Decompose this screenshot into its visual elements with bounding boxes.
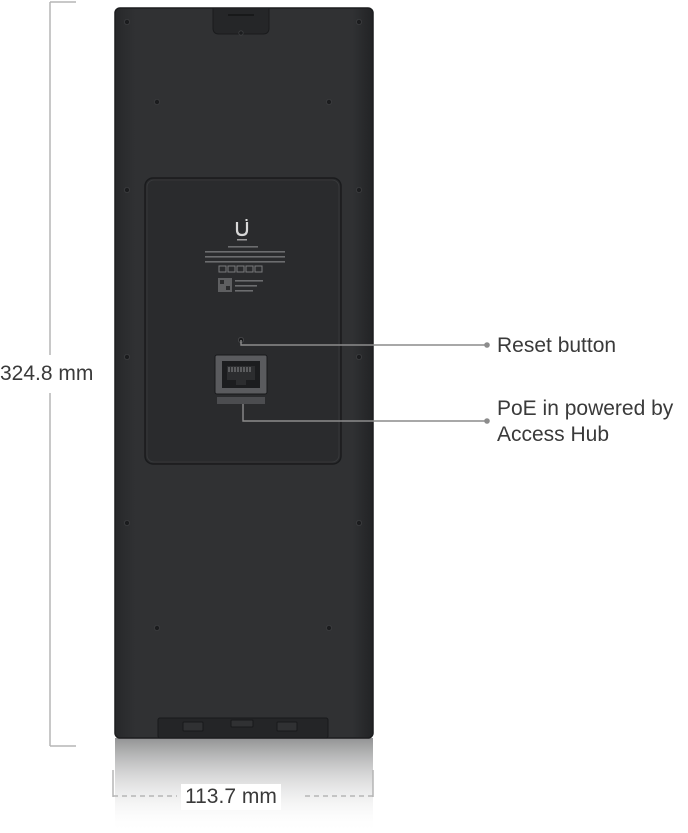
- poe-leader-dot: [484, 418, 490, 424]
- screw-icon: [124, 520, 131, 527]
- qr-code-icon: [218, 278, 263, 292]
- screw-icon: [355, 186, 362, 193]
- screw-icon: [355, 18, 362, 25]
- regulatory-label: [205, 246, 285, 263]
- height-dimension-label: 324.8 mm: [0, 361, 96, 388]
- screw-icon: [238, 30, 244, 36]
- reset-leader-dot: [484, 342, 490, 348]
- screw-icon: [124, 353, 131, 360]
- poe-leader: [242, 404, 485, 422]
- recess-panel: [144, 177, 342, 465]
- poe-callout-line-2: Access Hub: [497, 423, 610, 447]
- device-back: [114, 7, 374, 739]
- screw-icon: [153, 625, 160, 632]
- reset-button-callout: Reset button: [497, 334, 617, 357]
- screw-icon: [124, 186, 131, 193]
- bottom-mount-clips: [157, 717, 329, 739]
- poe-port-callout: PoE in powered by Access Hub: [497, 396, 673, 449]
- ce-mark-icon: [218, 265, 263, 273]
- screw-icon: [355, 353, 362, 360]
- ubiquiti-logo-icon: [235, 219, 249, 241]
- recess-panel-highlight: [146, 179, 340, 463]
- height-dimension: [49, 1, 76, 747]
- screw-icon: [325, 99, 332, 106]
- poe-callout-line-1: PoE in powered by: [497, 397, 674, 420]
- top-mount-tab: [212, 7, 270, 35]
- screw-icon: [355, 520, 362, 527]
- reset-leader: [240, 340, 485, 346]
- width-dimension: [112, 770, 374, 797]
- width-dimension-label: 113.7 mm: [181, 784, 281, 811]
- screw-icon: [124, 18, 362, 632]
- rj45-port-icon[interactable]: [214, 354, 268, 404]
- screw-icon: [124, 18, 131, 25]
- screw-icon: [153, 99, 160, 106]
- screw-icon: [325, 625, 332, 632]
